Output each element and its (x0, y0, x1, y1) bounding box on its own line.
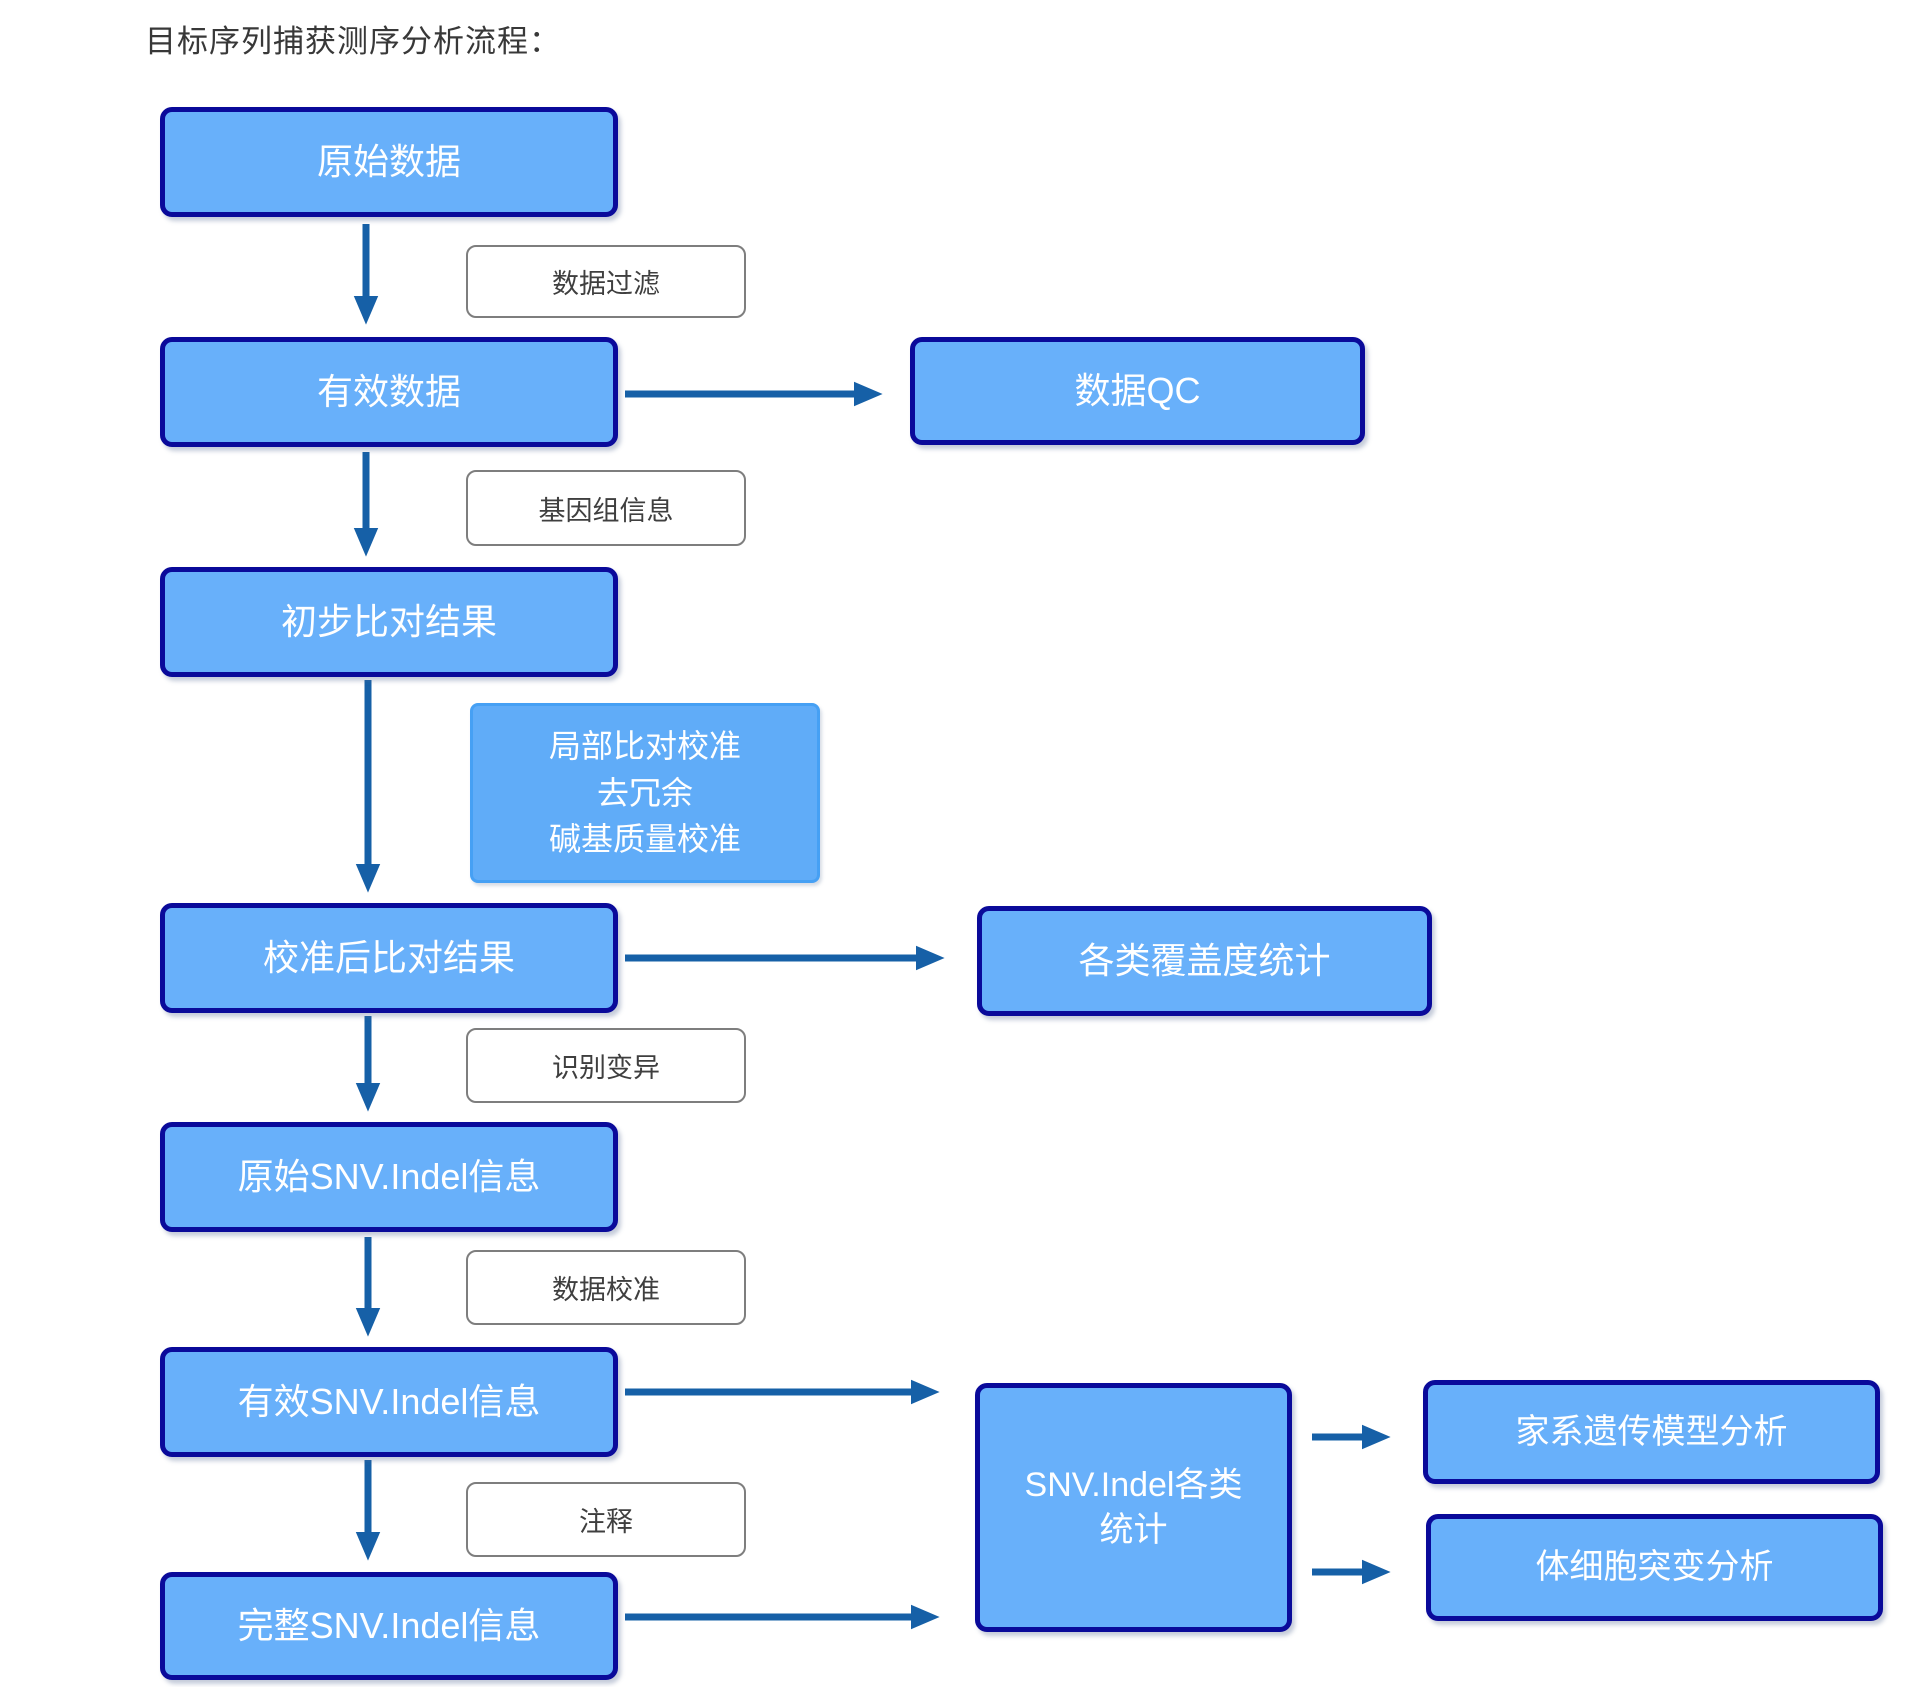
note-calibration-steps: 局部比对校准 去冗余 碱基质量校准 (470, 703, 820, 883)
node-valid-data-label: 有效数据 (316, 370, 461, 412)
label-data-filter-text: 数据过滤 (552, 269, 660, 299)
node-raw-data: 原始数据 (160, 107, 618, 217)
node-valid-snv-indel-label: 有效SNV.Indel信息 (237, 1380, 541, 1422)
node-calibrated-alignment: 校准后比对结果 (160, 903, 618, 1013)
node-raw-snv-indel: 原始SNV.Indel信息 (160, 1122, 618, 1232)
label-genome-info: 基因组信息 (466, 470, 746, 546)
node-data-qc-label: 数据QC (1074, 369, 1201, 411)
node-data-qc: 数据QC (910, 337, 1365, 445)
node-calibrated-alignment-label: 校准后比对结果 (262, 936, 515, 978)
page-title: 目标序列捕获测序分析流程： (145, 24, 561, 59)
node-snv-indel-stats-label: SNV.Indel各类统计 (1024, 1466, 1243, 1549)
node-prelim-alignment: 初步比对结果 (160, 567, 618, 677)
label-genome-info-text: 基因组信息 (538, 495, 674, 526)
node-raw-data-label: 原始数据 (316, 140, 461, 182)
label-data-calibration-text: 数据校准 (552, 1275, 660, 1305)
node-somatic-mutation-analysis: 体细胞突变分析 (1426, 1514, 1883, 1621)
note-line-dedup: 去冗余 (596, 774, 693, 811)
note-line-local-realignment: 局部比对校准 (548, 728, 741, 765)
label-data-calibration: 数据校准 (466, 1250, 746, 1325)
node-valid-data: 有效数据 (160, 337, 618, 447)
node-somatic-mutation-analysis-label: 体细胞突变分析 (1535, 1548, 1774, 1587)
node-valid-snv-indel: 有效SNV.Indel信息 (160, 1347, 618, 1457)
node-family-model-analysis-label: 家系遗传模型分析 (1515, 1412, 1788, 1451)
node-snv-indel-stats: SNV.Indel各类统计 (975, 1383, 1292, 1632)
node-coverage-stats-label: 各类覆盖度统计 (1078, 939, 1331, 981)
label-variant-calling-text: 识别变异 (552, 1053, 660, 1083)
node-family-model-analysis: 家系遗传模型分析 (1423, 1380, 1880, 1484)
node-coverage-stats: 各类覆盖度统计 (977, 906, 1432, 1016)
node-prelim-alignment-label: 初步比对结果 (280, 600, 497, 642)
label-annotation-text: 注释 (579, 1507, 633, 1537)
node-raw-snv-indel-label: 原始SNV.Indel信息 (237, 1155, 541, 1197)
label-variant-calling: 识别变异 (466, 1028, 746, 1103)
node-complete-snv-indel-label: 完整SNV.Indel信息 (237, 1604, 541, 1646)
label-annotation: 注释 (466, 1482, 746, 1557)
label-data-filter: 数据过滤 (466, 245, 746, 318)
note-line-base-quality: 碱基质量校准 (548, 821, 741, 858)
node-complete-snv-indel: 完整SNV.Indel信息 (160, 1572, 618, 1680)
